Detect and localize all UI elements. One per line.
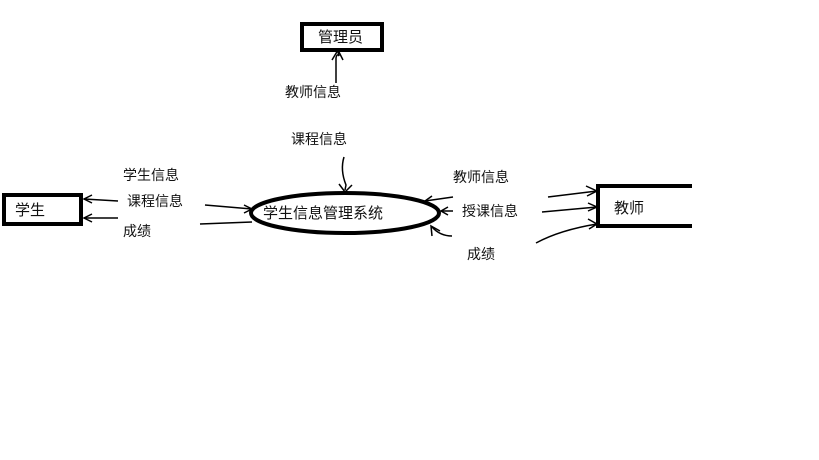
- flow-label-student-grades: 成绩: [123, 224, 151, 240]
- flow-teaching-info-arrowhead: [439, 206, 449, 216]
- flow-label-student-info: 学生信息: [123, 168, 179, 184]
- admin-box-border: [300, 22, 384, 52]
- flow-to-teacher-top-arrowhead: [585, 185, 599, 197]
- flow-student-course-info: [204, 204, 253, 210]
- flow-label-course-info-top: 课程信息: [291, 132, 347, 148]
- flow-to-admin-arrowhead: [331, 48, 344, 61]
- flow-student-info: [83, 198, 119, 202]
- flow-teacher-grades-arrowhead: [587, 218, 599, 230]
- admin-entity-label: 管理员: [318, 28, 364, 46]
- teacher-entity-label: 教师: [614, 199, 645, 217]
- student-box-border: [2, 193, 83, 226]
- flow-label-admin-teacher-info: 教师信息: [285, 85, 341, 101]
- flow-student-course-info-arrowhead: [243, 204, 254, 214]
- flow-teacher-info-arrowhead: [423, 195, 434, 206]
- flow-label-teaching-info: 授课信息: [462, 204, 518, 220]
- flow-student-grades-line: [199, 221, 253, 225]
- flow-course-info-top-arrowhead: [338, 183, 353, 194]
- flow-teacher-grades: [535, 223, 598, 244]
- flow-teacher-info: [424, 196, 454, 202]
- flow-to-teacher-mid: [541, 206, 598, 213]
- flow-to-teacher-mid-arrowhead: [587, 202, 599, 212]
- process-label: 学生信息管理系统: [263, 204, 384, 222]
- flow-teacher-grades-in: [431, 226, 453, 237]
- flow-teacher-grades-in-arrowhead: [430, 224, 441, 237]
- flow-to-admin: [335, 51, 340, 83]
- flow-student-info-arrowhead: [82, 194, 93, 204]
- flow-label-student-course-info: 课程信息: [127, 194, 183, 210]
- flow-course-info-top: [341, 156, 347, 191]
- flow-label-teacher-grades: 成绩: [467, 247, 495, 263]
- flow-to-teacher-top: [547, 190, 598, 198]
- student-entity-label: 学生: [15, 201, 46, 219]
- flow-label-teacher-info: 教师信息: [453, 170, 509, 186]
- teacher-box-border: [596, 184, 692, 228]
- flow-student-grades-arrowhead: [82, 213, 93, 223]
